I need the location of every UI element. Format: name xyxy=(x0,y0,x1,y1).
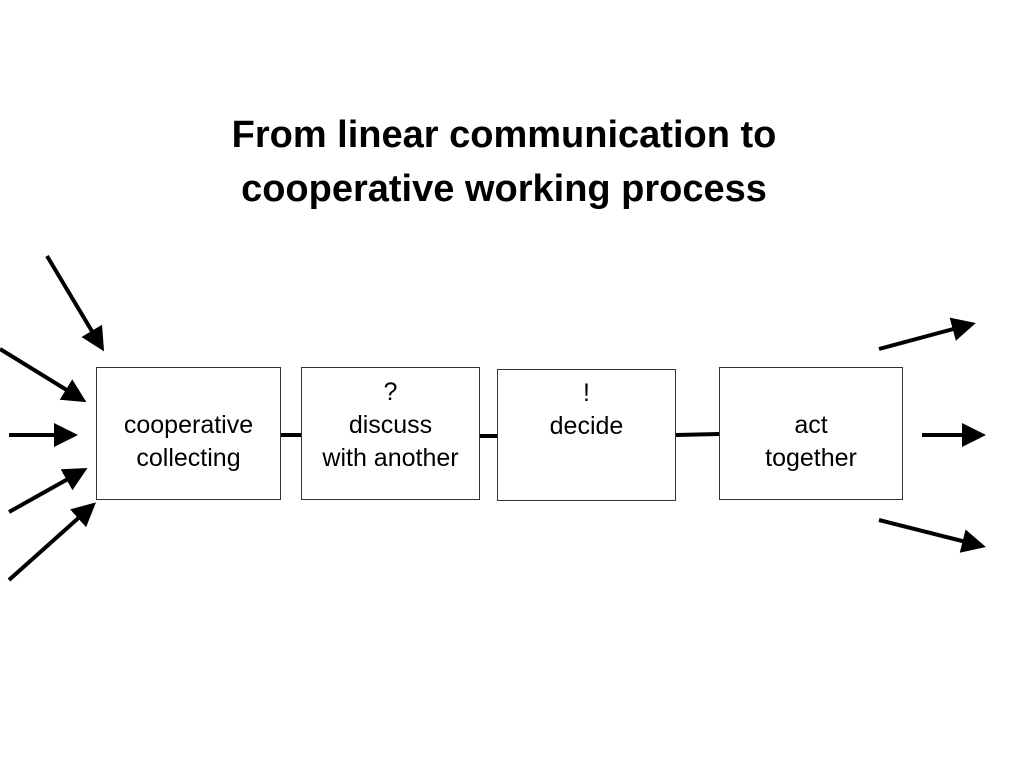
step-label-line: together xyxy=(765,444,857,472)
step-box-discuss: ? discuss with another xyxy=(301,367,480,500)
step-label-line: decide xyxy=(549,412,624,440)
exclamation-symbol: ! xyxy=(583,379,590,407)
incoming-arrow xyxy=(8,468,88,514)
incoming-arrow xyxy=(0,347,87,403)
diagram-title: From linear communication to cooperative… xyxy=(0,108,1008,216)
outgoing-arrow xyxy=(878,518,986,553)
step-box-cooperative-collecting: cooperative collecting xyxy=(96,367,281,500)
step-label-line: act xyxy=(794,411,828,439)
incoming-arrow xyxy=(7,502,96,582)
step-box-decide: ! decide xyxy=(497,369,676,501)
incoming-arrow xyxy=(45,254,105,352)
step-box-act-together: act together xyxy=(719,367,903,500)
title-line-2: cooperative working process xyxy=(241,168,767,210)
step-label-line: collecting xyxy=(136,444,241,472)
outgoing-arrow xyxy=(878,317,976,351)
step-label-line: cooperative xyxy=(123,411,254,439)
step-connector xyxy=(675,432,720,437)
step-label-line: discuss xyxy=(348,411,433,439)
step-label-line: with another xyxy=(322,444,459,472)
question-mark-symbol: ? xyxy=(383,378,398,406)
title-line-1: From linear communication to xyxy=(231,114,777,156)
